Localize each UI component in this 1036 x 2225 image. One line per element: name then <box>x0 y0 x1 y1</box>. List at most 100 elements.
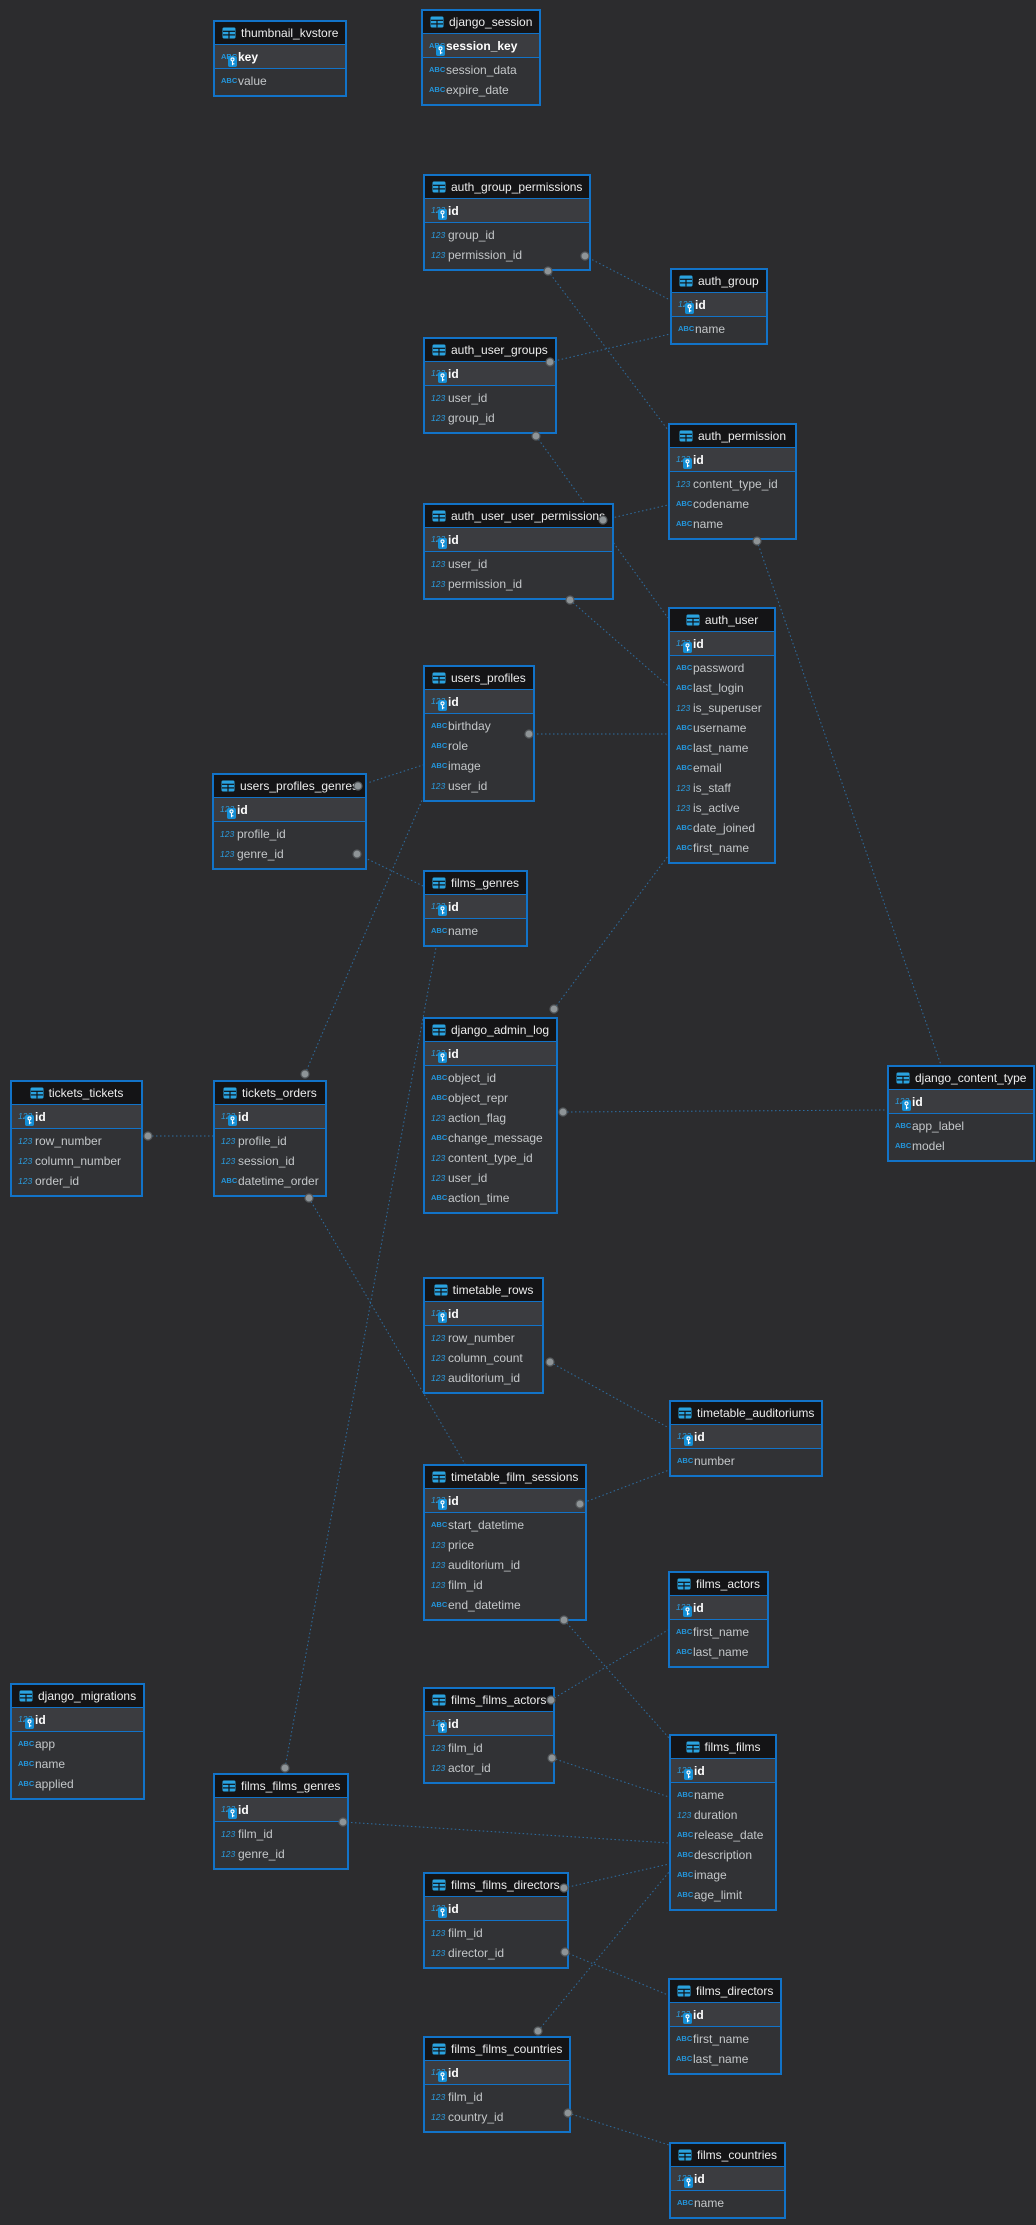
table-films_films_actors[interactable]: films_films_actors123id123film_id123acto… <box>423 1687 556 1784</box>
table-timetable_auditoriums[interactable]: timetable_auditoriums123idABCnumber <box>669 1400 824 1477</box>
table-films_films_genres[interactable]: films_films_genres123id 123film_id123genr… <box>213 1773 350 1870</box>
table-films_films[interactable]: films_films123idABCname123durationABCrel… <box>669 1734 777 1911</box>
column-row[interactable]: 123id <box>425 1043 556 1064</box>
table-header[interactable]: auth_user_groups <box>425 339 555 362</box>
column-row[interactable]: 123id <box>671 1760 775 1781</box>
column-row[interactable]: 123id <box>670 633 774 654</box>
table-thumbnail_kvstore[interactable]: thumbnail_kvstoreABCkeyABCvalue <box>213 20 348 97</box>
table-films_genres[interactable]: films_genres123idABCname <box>423 870 529 947</box>
table-timetable_rows[interactable]: timetable_rows123id123row_number123colum… <box>423 1277 544 1394</box>
table-header[interactable]: auth_group_permissions <box>425 176 590 199</box>
column-row[interactable]: 123id <box>425 1490 585 1511</box>
column-row[interactable]: 123id <box>670 449 795 470</box>
table-header[interactable]: films_directors <box>670 1980 781 2003</box>
table-films_actors[interactable]: films_actors123idABCfirst_nameABClast_na… <box>668 1571 770 1668</box>
column-row[interactable]: ABCkey <box>215 46 345 67</box>
table-header[interactable]: tickets_tickets <box>12 1082 141 1105</box>
table-auth_group[interactable]: auth_group123idABCname <box>670 268 768 345</box>
column-row[interactable]: 123id <box>425 691 533 712</box>
column-row[interactable]: 123id <box>215 1799 347 1820</box>
table-header[interactable]: auth_user <box>670 609 774 632</box>
table-tickets_orders[interactable]: tickets_orders123id123profile_id123sessi… <box>213 1080 327 1197</box>
column-row[interactable]: 123id <box>425 529 612 550</box>
table-django_migrations[interactable]: django_migrations123idABCappABCnameABCap… <box>10 1683 146 1800</box>
table-auth_user_user_permissions[interactable]: auth_user_user_permissions123id 123user_i… <box>423 503 615 600</box>
table-auth_user[interactable]: auth_user123idABCpasswordABClast_login12… <box>668 607 776 864</box>
table-tickets_tickets[interactable]: tickets_tickets123id123row_number123colu… <box>10 1080 143 1197</box>
table-header[interactable]: django_content_type <box>889 1067 1034 1090</box>
column-row[interactable]: 123id <box>889 1091 1033 1112</box>
table-header[interactable]: auth_group <box>672 270 766 293</box>
table-header[interactable]: auth_user_user_permissions <box>425 505 613 528</box>
column-row[interactable]: 123id <box>671 2168 784 2189</box>
column-row[interactable]: 123id <box>12 1709 143 1730</box>
table-films_countries[interactable]: films_countries123idABCname <box>669 2142 787 2219</box>
table-users_profiles[interactable]: users_profiles123idABCbirthdayABCroleABC… <box>423 665 535 802</box>
table-auth_user_groups[interactable]: auth_user_groups123id123user_id123group_… <box>423 337 557 434</box>
table-header[interactable]: films_films_countries <box>425 2038 570 2061</box>
table-header[interactable]: films_films <box>671 1736 775 1759</box>
table-header[interactable]: timetable_film_sessions <box>425 1466 586 1489</box>
table-films_directors[interactable]: films_directors123idABCfirst_nameABClast… <box>668 1978 783 2075</box>
table-header[interactable]: films_films_actors <box>425 1689 554 1712</box>
column-row[interactable]: 123id <box>672 294 766 315</box>
table-header[interactable]: django_session <box>423 11 540 34</box>
table-films_films_directors[interactable]: films_films_directors123id123film_id123d… <box>423 1872 569 1969</box>
table-timetable_film_sessions[interactable]: timetable_film_sessions123idABCstart_dat… <box>423 1464 588 1621</box>
column-row[interactable]: 123id <box>214 799 365 820</box>
column-row[interactable]: 123id <box>670 1597 767 1618</box>
table-users_profiles_genres[interactable]: users_profiles_genres123id123profile_id1… <box>212 773 368 870</box>
table-header[interactable]: films_films_genres <box>215 1775 348 1798</box>
table-header[interactable]: timetable_rows <box>425 1279 542 1302</box>
